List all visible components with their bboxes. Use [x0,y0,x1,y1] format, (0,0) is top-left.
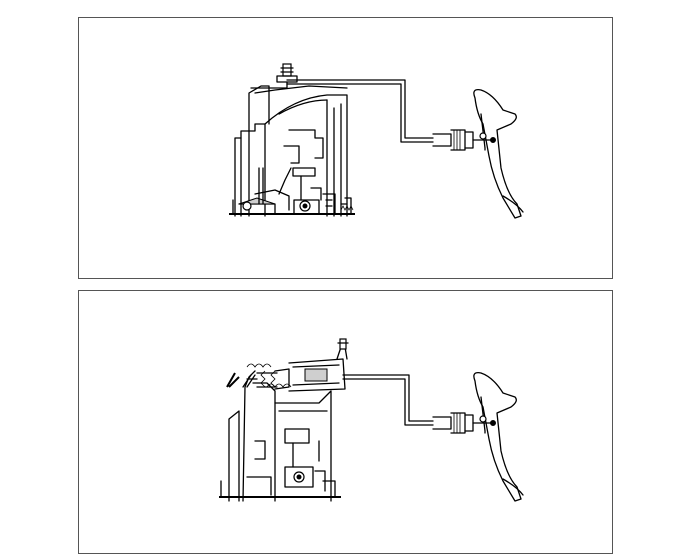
clutch-diagram-top [229,63,524,219]
diagram-panel-bottom [78,290,613,554]
clutch-pedal [473,89,524,219]
diagram-panel-top [78,17,613,279]
clutch-master-cylinder [432,129,496,151]
clutch-master-cylinder [432,412,496,434]
bleeder-fitting [276,63,298,83]
clutch-pedal [473,372,524,502]
hydraulic-line [342,374,434,426]
release-cylinder [242,338,349,392]
transmission-housing [229,85,355,217]
hydraulic-line [250,79,434,143]
clutch-diagram-bottom [219,338,524,502]
transmission-housing [219,363,341,502]
